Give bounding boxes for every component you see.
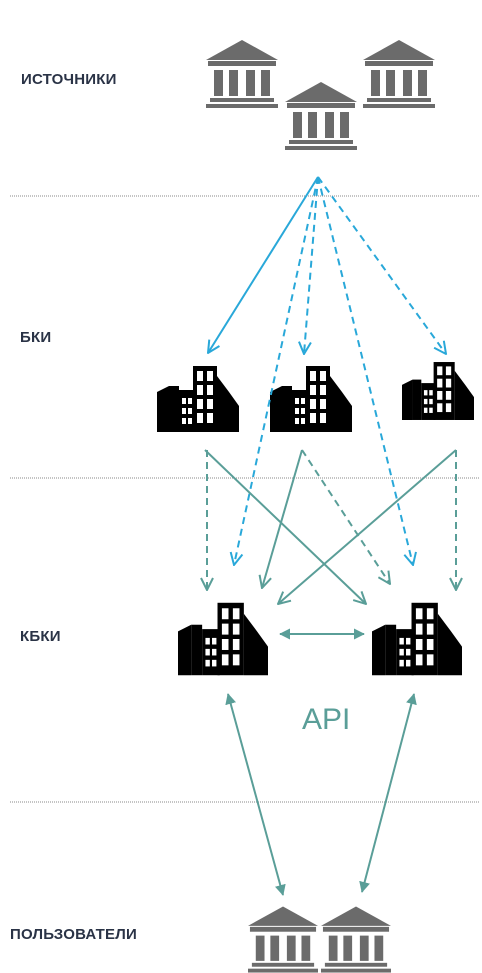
kbki-building-icon bbox=[178, 602, 268, 676]
arrow-bki-to-kbki bbox=[204, 449, 366, 604]
bki-building-icon bbox=[157, 366, 239, 432]
arrow-source-to-kbki bbox=[317, 176, 413, 565]
user-bank-icon bbox=[321, 906, 391, 973]
arrow-kbki-to-users bbox=[359, 693, 417, 893]
arrow-source-to-kbki bbox=[234, 176, 319, 565]
bki-building-icon bbox=[402, 362, 474, 420]
arrow-bki-to-kbki bbox=[278, 449, 457, 604]
source-bank-icon bbox=[363, 40, 435, 108]
source-bank-icon bbox=[285, 82, 357, 150]
source-bank-icon bbox=[206, 40, 278, 108]
arrow-kbki-to-users bbox=[225, 693, 286, 896]
arrow-source-to-bki bbox=[208, 176, 319, 353]
api-label: API bbox=[302, 703, 351, 736]
arrow-bki-to-kbki bbox=[301, 449, 390, 584]
tier-label-bki: БКИ bbox=[20, 329, 52, 346]
arrow-source-to-bki bbox=[304, 176, 319, 354]
arrow-source-to-bki bbox=[317, 176, 446, 354]
user-bank-icon bbox=[248, 906, 318, 973]
tier-label-users: ПОЛЬЗОВАТЕЛИ bbox=[10, 926, 137, 943]
kbki-building-icon bbox=[372, 602, 462, 676]
tier-label-kbki: КБКИ bbox=[20, 628, 61, 645]
arrow-bki-to-kbki bbox=[262, 449, 303, 588]
tier-label-sources: ИСТОЧНИКИ bbox=[21, 71, 117, 88]
bki-building-icon bbox=[270, 366, 352, 432]
